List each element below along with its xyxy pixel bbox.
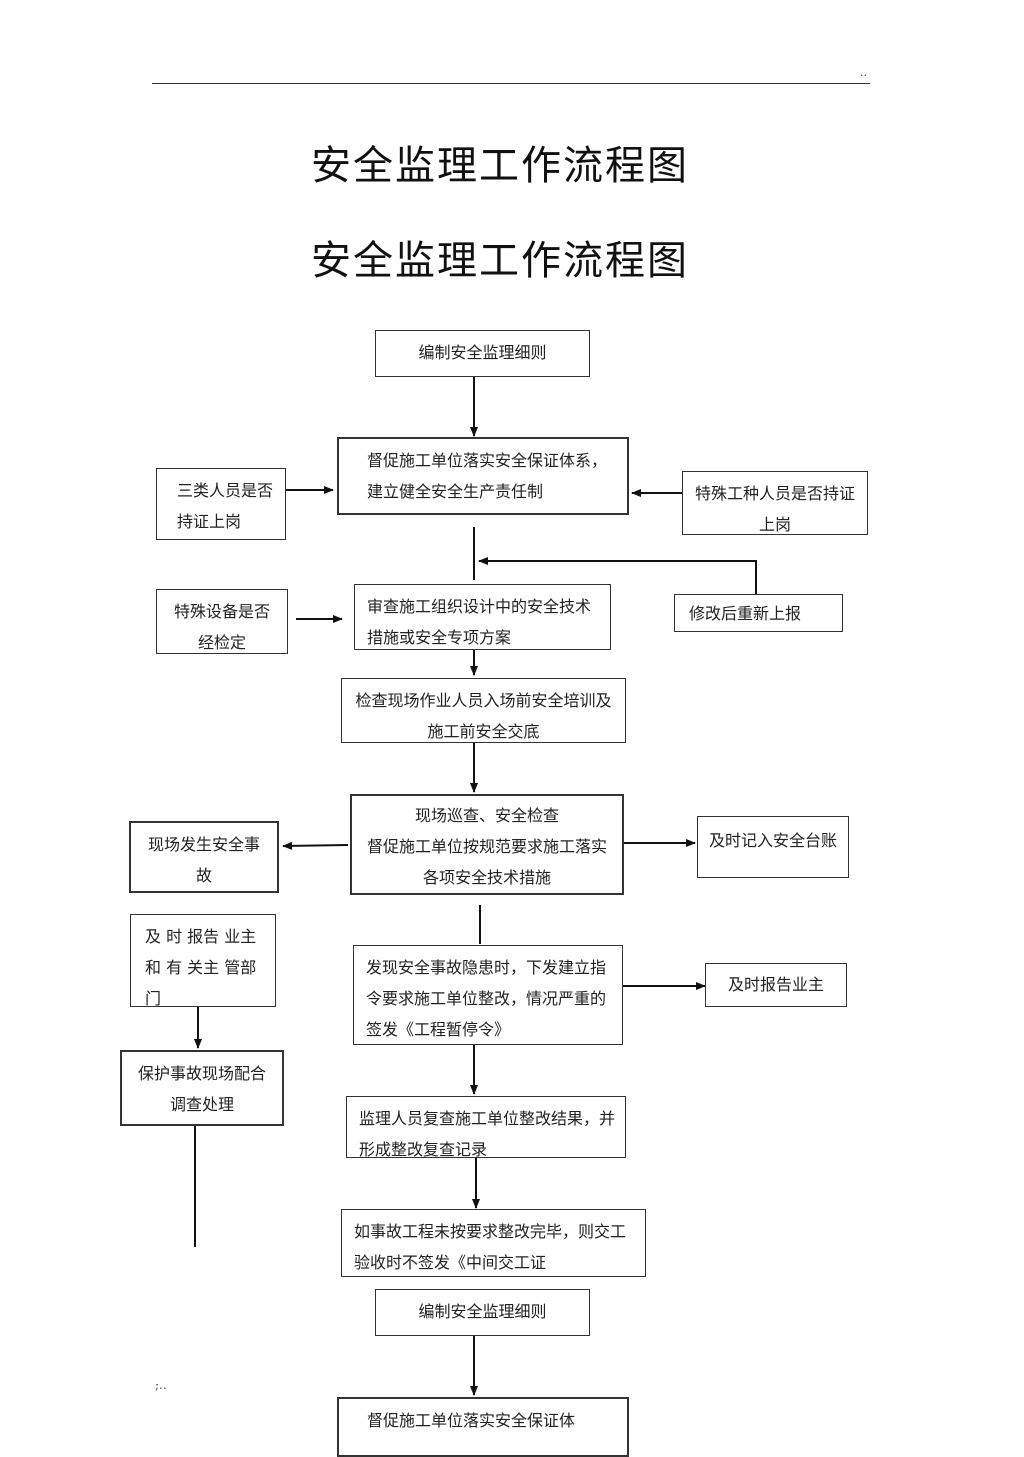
node-inspection-line1: 现场巡查、安全检查: [414, 806, 559, 825]
node-safety-ledger: 及时记入安全台账: [697, 816, 849, 878]
node-safety-system: 督促施工单位落实安全保证体系，建立健全安全生产责任制: [337, 437, 629, 515]
node-training-check: 检查现场作业人员入场前安全培训及施工前安全交底: [341, 678, 626, 743]
node-inspection-line2: 督促施工单位按规范要求施工落实各项安全技术措施: [366, 837, 607, 887]
node-no-certificate: 如事故工程未按要求整改完毕，则交工验收时不签发《中间交工证: [341, 1209, 646, 1277]
node-compile-rules: 编制安全监理细则: [375, 330, 590, 377]
footer-mark: ;..: [155, 1378, 167, 1392]
node-report-owner-authority: 及 时 报告 业主和 有 关主 管部门: [130, 914, 276, 1007]
node-protect-scene: 保护事故现场配合调查处理: [120, 1050, 284, 1126]
arrow-n9-n10: [282, 841, 349, 850]
node-safety-system-repeat: 督促施工单位落实安全保证体: [337, 1397, 629, 1457]
node-special-equipment: 特殊设备是否经检定: [156, 589, 288, 654]
node-inspection: 现场巡查、安全检查 督促施工单位按规范要求施工落实各项安全技术措施: [350, 794, 624, 895]
page-title: 安全监理工作流程图: [311, 143, 689, 189]
header-rule: [152, 83, 870, 84]
node-review-design: 审查施工组织设计中的安全技术措施或安全专项方案: [354, 584, 611, 650]
page-title-repeat: 安全监理工作流程图: [311, 238, 689, 284]
node-accident-occurs: 现场发生安全事故: [129, 821, 279, 893]
node-recheck: 监理人员复查施工单位整改结果，并形成整改复查记录: [346, 1096, 626, 1158]
node-resubmit: 修改后重新上报: [674, 594, 843, 632]
node-three-personnel: 三类人员是否持证上岗: [156, 468, 286, 540]
node-special-workers: 特殊工种人员是否持证上岗: [682, 471, 868, 535]
node-hazard-order: 发现安全事故隐患时，下发建立指令要求施工单位整改，情况严重的签发《工程暂停令》: [353, 945, 623, 1045]
arrow-n7-feedback: [478, 557, 757, 594]
node-compile-rules-repeat: 编制安全监理细则: [375, 1289, 590, 1336]
header-mark: ..: [860, 66, 867, 79]
node-report-owner: 及时报告业主: [705, 963, 847, 1007]
